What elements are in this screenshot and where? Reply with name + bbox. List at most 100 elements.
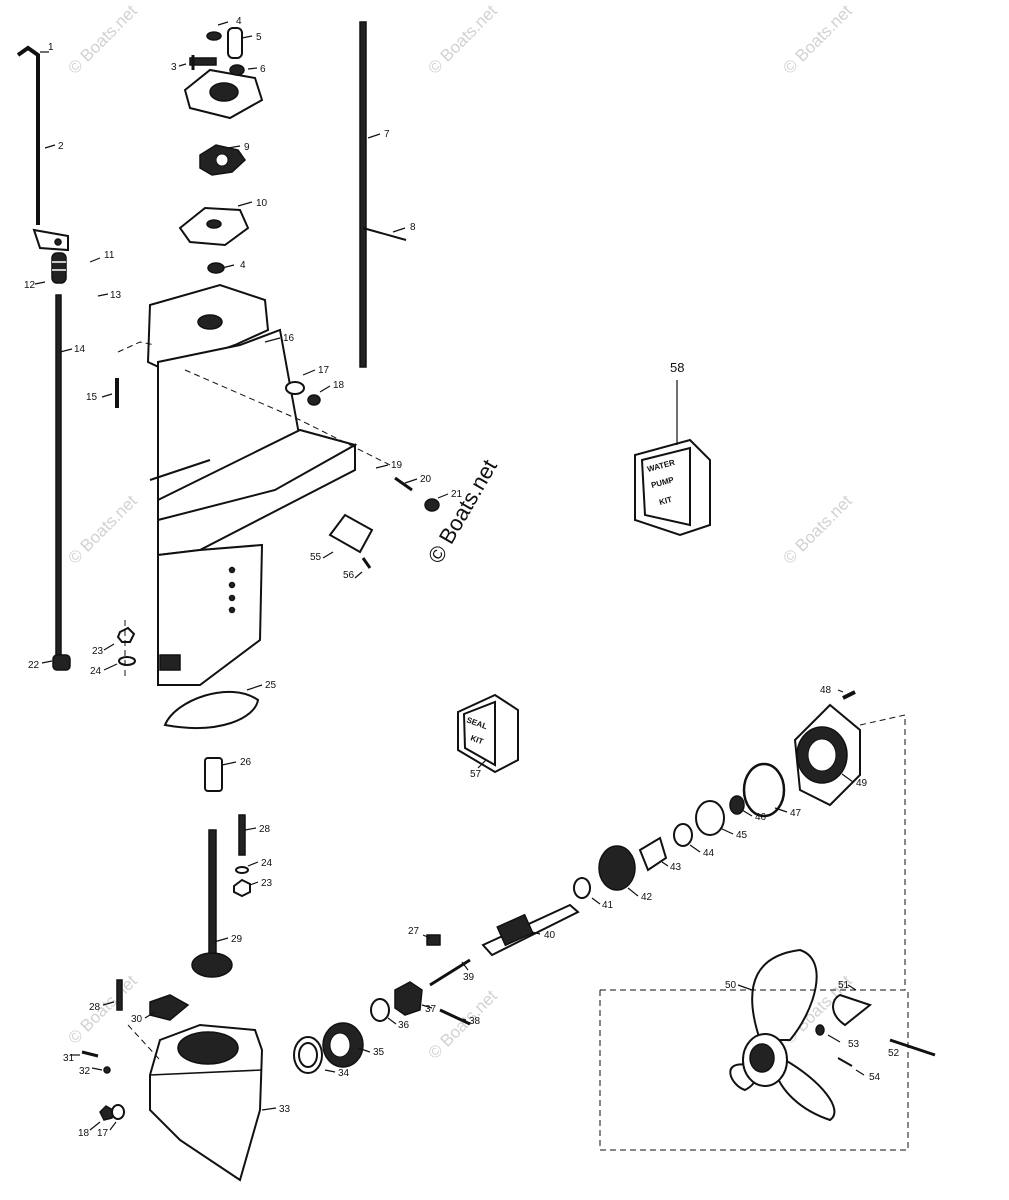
plug	[307, 394, 321, 406]
driveshaft	[208, 829, 217, 961]
callout-11: 11	[104, 250, 115, 261]
callout-10: 10	[256, 198, 268, 209]
callout-29: 29	[231, 934, 243, 945]
callout-50: 50	[725, 980, 737, 991]
watermark: © Boats.net	[779, 491, 856, 568]
callout-4: 4	[236, 16, 242, 27]
callout-9: 9	[244, 142, 250, 153]
callout-19: 19	[391, 460, 403, 471]
callout-26: 26	[240, 757, 252, 768]
callout-39: 39	[463, 972, 475, 983]
nut	[116, 626, 136, 643]
roller-bearing	[695, 800, 725, 836]
callout-28: 28	[259, 824, 271, 835]
seal-washer	[285, 381, 305, 395]
drain-screw	[424, 498, 440, 512]
callout-38: 38	[469, 1016, 481, 1027]
forward-gear	[598, 845, 636, 891]
callout-3: 3	[171, 62, 177, 73]
anode-plate	[328, 513, 374, 554]
callout-49: 49	[856, 778, 868, 789]
callout-24: 24	[90, 666, 102, 677]
watermark: © Boats.net	[64, 971, 141, 1048]
callout-27: 27	[408, 926, 420, 937]
callout-17: 17	[318, 365, 330, 376]
callout-14: 14	[74, 344, 86, 355]
callout-47: 47	[790, 808, 802, 819]
callout-24b: 24	[261, 858, 273, 869]
callout-7: 7	[384, 129, 390, 140]
callout-57: 57	[470, 769, 482, 780]
stud	[359, 21, 367, 368]
callout-17b: 17	[97, 1128, 109, 1139]
shift-rod-upper	[16, 45, 69, 252]
water-pump-parts	[178, 27, 264, 274]
water-pump-kit: WATER PUMP KIT	[634, 438, 711, 537]
screw	[842, 690, 856, 700]
watermark: © Boats.net	[779, 1, 856, 78]
shift-lever	[149, 994, 190, 1021]
callout-45: 45	[736, 830, 748, 841]
watermark: © Boats.net	[424, 986, 501, 1063]
driveshaft-housing	[146, 283, 358, 686]
callout-40: 40	[544, 930, 556, 941]
callout-42: 42	[641, 892, 653, 903]
clip	[426, 934, 441, 946]
callout-28b: 28	[89, 1002, 101, 1013]
callout-43: 43	[670, 862, 682, 873]
callout-36: 36	[398, 1020, 410, 1031]
bearing-housing	[793, 703, 861, 807]
stud	[238, 814, 246, 856]
callout-31: 31	[63, 1053, 75, 1064]
callout-44: 44	[703, 848, 715, 859]
callout-20: 20	[420, 474, 432, 485]
callout-21: 21	[451, 489, 463, 500]
seal-kit: SEAL KIT	[457, 693, 519, 774]
callout-51: 51	[838, 980, 850, 991]
gearcase-lower	[149, 1023, 264, 1182]
callout-6: 6	[260, 64, 266, 75]
callout-12: 12	[24, 280, 36, 291]
callout-23b: 23	[261, 878, 273, 889]
callout-53: 53	[848, 1039, 860, 1050]
callout-32: 32	[79, 1066, 91, 1077]
callout-13: 13	[110, 290, 122, 301]
callout-30: 30	[131, 1014, 143, 1025]
callout-37: 37	[425, 1004, 437, 1015]
callout-23: 23	[92, 646, 104, 657]
callout-8: 8	[410, 222, 416, 233]
callout-22: 22	[28, 660, 40, 671]
gear-bearing-parts	[293, 981, 423, 1074]
callout-41: 41	[602, 900, 614, 911]
propeller	[729, 948, 836, 1122]
shift-rod-lower	[55, 294, 62, 656]
callout-58: 58	[670, 360, 684, 375]
callout-4b: 4	[240, 260, 246, 271]
o-ring	[742, 762, 786, 818]
callout-46: 46	[755, 812, 767, 823]
kit-label-line: KIT	[658, 495, 673, 507]
kit-label-line: KIT	[469, 733, 484, 746]
callout-54: 54	[869, 1072, 881, 1083]
shift-rod-connector	[51, 252, 67, 284]
callout-15: 15	[86, 392, 98, 403]
grommet	[52, 654, 71, 671]
callout-52: 52	[888, 1048, 900, 1059]
callout-25: 25	[265, 680, 277, 691]
reference-lines	[117, 341, 909, 1151]
callout-18: 18	[333, 380, 345, 391]
callout-2: 2	[58, 141, 64, 152]
callout-1: 1	[48, 42, 54, 53]
callout-35: 35	[373, 1047, 385, 1058]
callout-labels: 1 2 3 4 5 6 7 8 9 10 4 11 12 13 14 15 16…	[24, 16, 900, 1139]
propeller-nut	[832, 993, 873, 1027]
bearing-carrier-bushing	[638, 836, 668, 872]
watermark: © Boats.net	[64, 491, 141, 568]
callout-18b: 18	[78, 1128, 90, 1139]
callout-48: 48	[820, 685, 832, 696]
callout-5: 5	[256, 32, 262, 43]
driveshaft-bushing	[204, 757, 223, 792]
washer	[118, 656, 136, 666]
